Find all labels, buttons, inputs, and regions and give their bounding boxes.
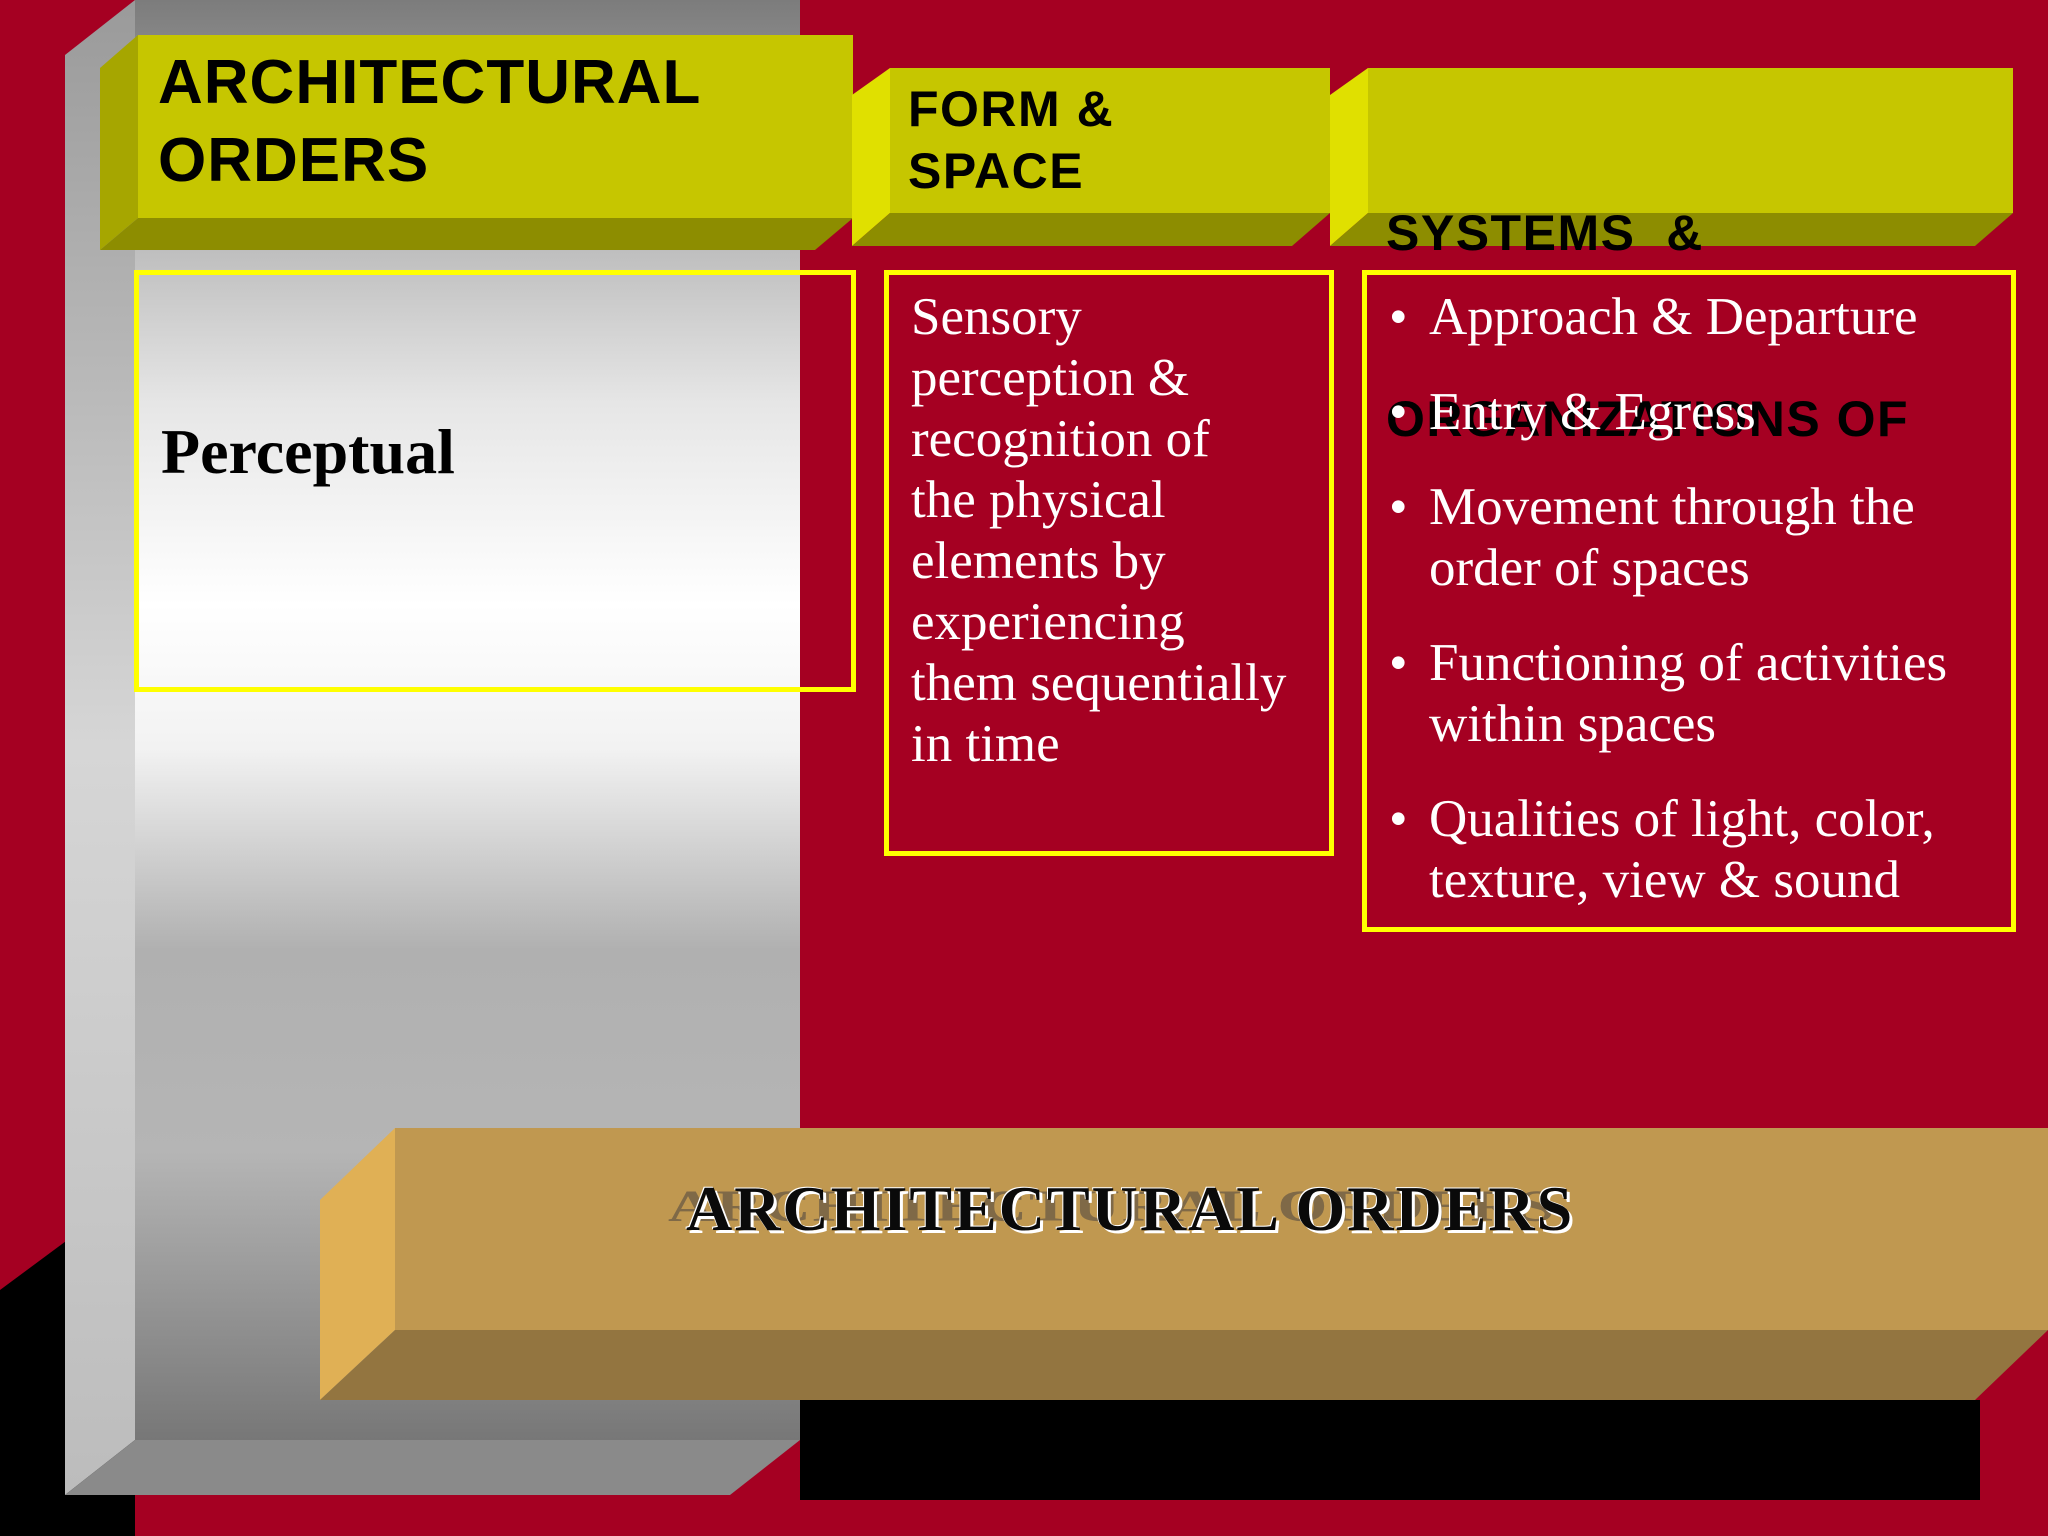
- perceptual-label-box: Perceptual: [134, 270, 856, 692]
- bullet-dot-icon: •: [1389, 288, 1408, 346]
- description-line: Sensory: [911, 288, 1082, 346]
- bullet-text: Qualities of light, color,: [1429, 790, 1935, 848]
- banner-front: [395, 1128, 2048, 1330]
- bullet-text: Approach & Departure: [1429, 288, 1918, 346]
- perceptual-label: Perceptual: [161, 416, 455, 487]
- description-line: perception &: [911, 349, 1190, 407]
- header-systems-line1: SYSTEMS &: [1386, 205, 1704, 261]
- bullet-dot-icon: •: [1389, 383, 1408, 441]
- header-main-title: ARCHITECTURAL ORDERS: [158, 44, 701, 200]
- bullet-item: • Approach & Departure: [1389, 287, 2009, 348]
- bullet-text: Entry & Egress: [1429, 383, 1756, 441]
- bullet-dot-icon: •: [1389, 634, 1408, 692]
- header-form-space: FORM & SPACE: [908, 78, 1114, 202]
- header-main-title-line2: ORDERS: [158, 126, 430, 195]
- banner-title: ARCHITECTURAL ORDERS: [686, 1173, 1575, 1244]
- banner-title-shadow: ARCHITECTURAL ORDERS: [668, 1180, 1557, 1231]
- description-line: them sequentially: [911, 654, 1287, 712]
- header-form-space-line2: SPACE: [908, 143, 1085, 199]
- header-systems-line2: ORGANIZATIONS OF: [1386, 391, 1910, 447]
- form-space-description-box: Sensory perception & recognition of the …: [884, 270, 1334, 856]
- description-line: elements by: [911, 532, 1166, 590]
- bullet-text: texture, view & sound: [1429, 851, 1901, 909]
- bullet-dot-icon: •: [1389, 478, 1408, 536]
- banner-bottom-face: [320, 1330, 2048, 1400]
- bullet-dot-icon: •: [1389, 790, 1408, 848]
- header-main-title-line1: ARCHITECTURAL: [158, 48, 702, 117]
- bullet-item: • Qualities of light, color,texture, view…: [1389, 789, 2009, 911]
- bullet-text: Functioning of activities: [1429, 634, 1948, 692]
- systems-bullets-box: • Approach & Departure • Entry & Egress • M…: [1362, 270, 2016, 932]
- header-form-space-line1: FORM &: [908, 81, 1115, 137]
- header-systems: SYSTEMS & ORGANIZATIONS OF: [1386, 78, 1909, 512]
- bullet-item: • Entry & Egress: [1389, 382, 2009, 443]
- bullet-text: order of spaces: [1429, 539, 1750, 597]
- floor-shadow-right: [800, 1400, 1980, 1500]
- pillar-bottom: [65, 1440, 800, 1495]
- banner-left-face: [320, 1128, 395, 1400]
- bullet-text: within spaces: [1429, 695, 1717, 753]
- description-line: recognition of: [911, 410, 1210, 468]
- pillar-side: [65, 0, 135, 1495]
- description-line: in time: [911, 715, 1060, 773]
- systems-bullet-list: • Approach & Departure • Entry & Egress • M…: [1389, 287, 2009, 945]
- bullet-text: Movement through the: [1429, 478, 1915, 536]
- description-line: the physical: [911, 471, 1166, 529]
- form-space-description: Sensory perception & recognition of the …: [911, 287, 1286, 775]
- description-line: experiencing: [911, 593, 1185, 651]
